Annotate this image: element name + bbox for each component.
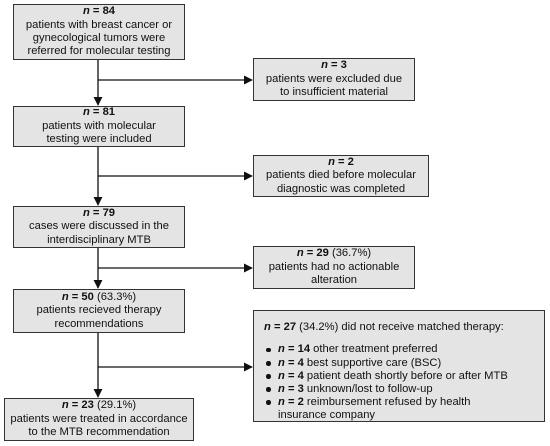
box-referred: n = 84 patients with breast cancer or gy… bbox=[13, 4, 185, 60]
box-recommendations-line-1: patients recieved therapy bbox=[36, 304, 162, 317]
box-discussed-line-1: cases were discussed in the bbox=[29, 220, 169, 233]
list-item: n = 4 best supportive care (BSC) bbox=[266, 357, 508, 370]
box-died-line-2: diagnostic was completed bbox=[276, 182, 406, 195]
not-matched-reason-list: n = 14 other treatment preferred n = 4 b… bbox=[264, 343, 508, 422]
box-recommendations-n: n = 50 bbox=[61, 290, 94, 303]
box-died: n = 2 patients died before molecular dia… bbox=[253, 155, 429, 197]
box-recommendations: n = 50 (63.3%) patients recieved therapy… bbox=[13, 289, 185, 333]
list-item: n = 14 other treatment preferred bbox=[266, 343, 508, 356]
box-no-actionable: n = 29 (36.7%) patients had no actionabl… bbox=[253, 246, 415, 289]
box-excluded-n: n = 3 bbox=[321, 59, 347, 72]
box-referred-n: n = 84 bbox=[82, 5, 116, 18]
box-not-matched-head: (34.2%) did not receive matched therapy: bbox=[296, 321, 504, 333]
box-referred-line-1: patients with breast cancer or bbox=[25, 18, 173, 31]
box-no-actionable-line-2: alteration bbox=[310, 274, 358, 287]
box-not-matched: n = 27 (34.2%) did not receive matched t… bbox=[253, 310, 545, 422]
box-recommendations-line-2: recommendations bbox=[54, 317, 144, 330]
box-discussed: n = 79 cases were discussed in the inter… bbox=[13, 206, 185, 248]
box-treated: n = 23 (29.1%) patients were treated in … bbox=[4, 398, 194, 441]
box-excluded-line-2: to insufficient material bbox=[280, 86, 388, 99]
list-item-continuation: insurance company bbox=[278, 408, 376, 421]
list-item: n = 3 unknown/lost to follow-up bbox=[266, 383, 508, 396]
box-discussed-n: n = 79 bbox=[82, 206, 116, 219]
list-item: n = 4 patient death shortly before or af… bbox=[266, 369, 508, 382]
box-excluded: n = 3 patients were excluded due to insu… bbox=[253, 58, 415, 101]
box-no-actionable-n: n = 29 bbox=[296, 247, 329, 260]
box-excluded-line-1: patients were excluded due bbox=[265, 72, 403, 85]
box-died-line-1: patients died before molecular bbox=[266, 169, 416, 182]
box-discussed-line-2: interdisciplinary MTB bbox=[47, 233, 151, 246]
box-included: n = 81 patients with molecular testing w… bbox=[13, 106, 185, 147]
box-referred-line-2: gynecological tumors were bbox=[32, 32, 166, 44]
box-included-n: n = 81 bbox=[82, 106, 116, 119]
box-included-line-2: testing were included bbox=[46, 133, 152, 146]
box-treated-line-1: patients were treated in accordance bbox=[10, 412, 188, 425]
box-treated-line-2: to the MTB recommendation bbox=[28, 426, 170, 439]
box-died-n: n = 2 bbox=[328, 155, 354, 168]
box-included-line-1: patients with molecular bbox=[42, 119, 156, 132]
box-not-matched-n: n = 27 bbox=[264, 321, 297, 333]
box-treated-n: n = 23 bbox=[61, 399, 94, 412]
box-referred-line-3: referred for molecular testing bbox=[27, 45, 171, 58]
box-no-actionable-line-1: patients had no actionable bbox=[268, 260, 400, 273]
